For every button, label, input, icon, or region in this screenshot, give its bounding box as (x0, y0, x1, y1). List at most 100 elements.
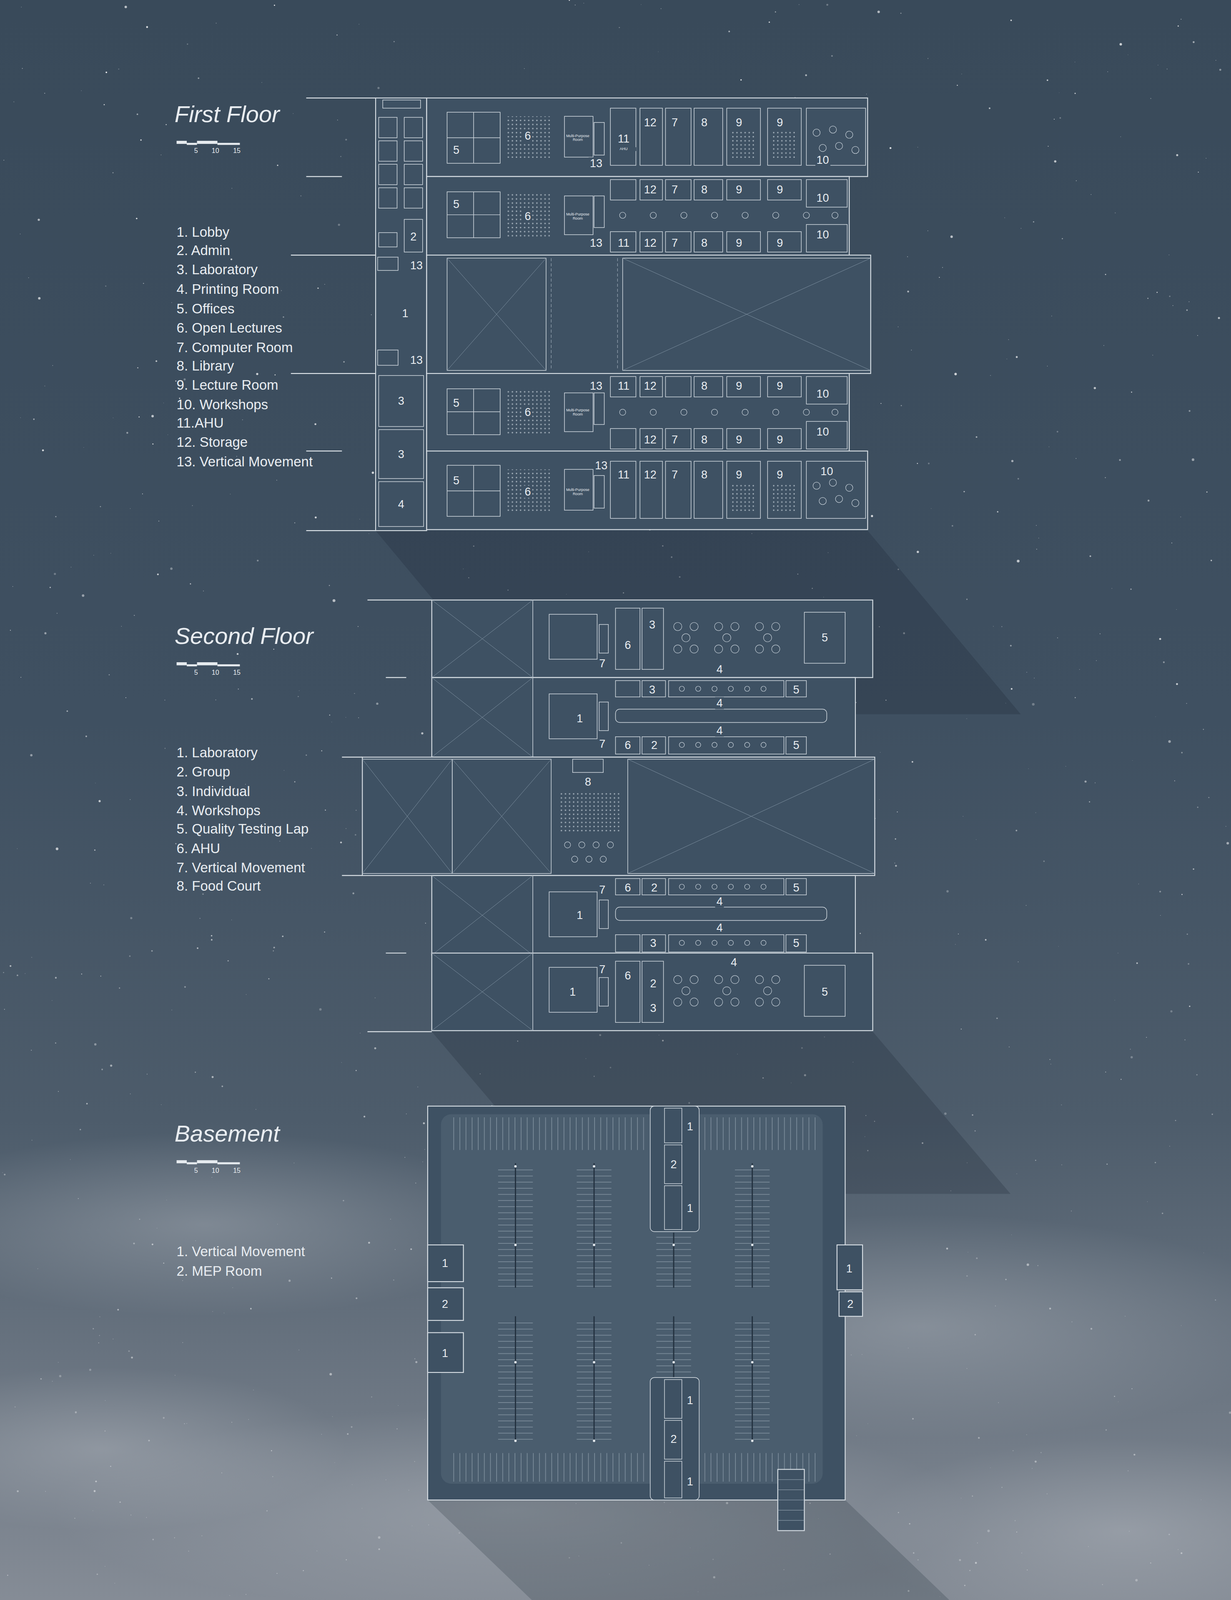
room-number: 1 (440, 1347, 450, 1360)
star (44, 92, 46, 94)
star (958, 1559, 961, 1562)
star (170, 567, 173, 571)
star (81, 973, 83, 976)
star (277, 1224, 278, 1225)
star (977, 1542, 978, 1544)
star (1161, 1213, 1164, 1215)
star (130, 1514, 132, 1516)
star (4, 1009, 6, 1011)
star (378, 1548, 380, 1551)
star (798, 4, 800, 6)
room-number: 1 (685, 1202, 695, 1215)
star (990, 1467, 991, 1469)
star (618, 27, 620, 29)
room-number: 9 (775, 468, 785, 481)
star (132, 1242, 135, 1245)
star (1114, 1000, 1115, 1001)
star (341, 1062, 342, 1063)
star (238, 688, 239, 690)
star (1026, 1569, 1028, 1571)
room-number: 11 (616, 236, 631, 249)
star (1105, 1071, 1106, 1073)
star (37, 1268, 39, 1270)
star (146, 1517, 148, 1519)
star (89, 1368, 92, 1372)
star (1228, 1411, 1231, 1415)
star (975, 839, 977, 840)
star (985, 939, 987, 941)
legend-item: 5. Offices (176, 301, 235, 316)
star (157, 573, 159, 576)
star (1214, 1299, 1216, 1302)
star (1171, 542, 1173, 544)
star (1047, 366, 1048, 367)
star (1001, 1487, 1003, 1489)
star (1208, 797, 1210, 799)
star (30, 1050, 32, 1051)
room-number: 4 (715, 697, 725, 710)
star (211, 1177, 213, 1178)
room-number: 1 (685, 1476, 695, 1489)
star (128, 1350, 131, 1353)
room-number: 10 (815, 228, 831, 241)
star (944, 1112, 947, 1116)
star (424, 1149, 425, 1150)
star (338, 223, 341, 226)
star (126, 431, 129, 434)
star (20, 676, 22, 678)
star (997, 1402, 999, 1404)
star (135, 217, 138, 219)
star (81, 594, 85, 597)
room-number: 1 (568, 986, 577, 999)
star (1070, 1210, 1072, 1212)
star (118, 987, 121, 989)
star (138, 416, 140, 418)
star (1005, 1278, 1007, 1281)
room-number: 6 (623, 639, 632, 652)
star (1032, 703, 1035, 706)
room-number: 11 (616, 132, 631, 146)
star (112, 417, 114, 419)
star (414, 1461, 416, 1463)
room-number: 5 (451, 474, 461, 487)
star (199, 917, 201, 919)
star (51, 1000, 53, 1001)
star (196, 947, 199, 950)
star (917, 147, 919, 148)
room-number: 10 (815, 192, 831, 205)
star (99, 1335, 101, 1337)
room-number: 5 (820, 986, 830, 999)
star (110, 1466, 111, 1467)
star (861, 1354, 863, 1356)
star (324, 809, 326, 811)
star (911, 349, 912, 351)
room-number: 7 (670, 468, 680, 481)
star (1118, 1401, 1119, 1403)
star (110, 553, 112, 555)
star (1185, 703, 1187, 705)
star (345, 828, 347, 830)
star (337, 119, 338, 121)
star (368, 533, 370, 535)
star (1053, 118, 1055, 120)
room-number: 2 (649, 739, 659, 752)
star (319, 1008, 322, 1011)
star (1061, 1164, 1063, 1166)
star (1074, 92, 1076, 94)
star (31, 1140, 33, 1141)
star (151, 950, 153, 953)
star (1175, 154, 1179, 157)
room-number: 6 (523, 210, 532, 223)
star (1157, 65, 1159, 66)
star (458, 1532, 460, 1535)
star (146, 26, 149, 29)
star (406, 1113, 407, 1115)
star (424, 1419, 425, 1420)
star (990, 375, 991, 377)
star (995, 1305, 996, 1307)
star (345, 1559, 347, 1561)
star (900, 405, 903, 407)
star (266, 1510, 268, 1512)
star (255, 373, 259, 376)
scale-number: 10 (211, 147, 220, 155)
